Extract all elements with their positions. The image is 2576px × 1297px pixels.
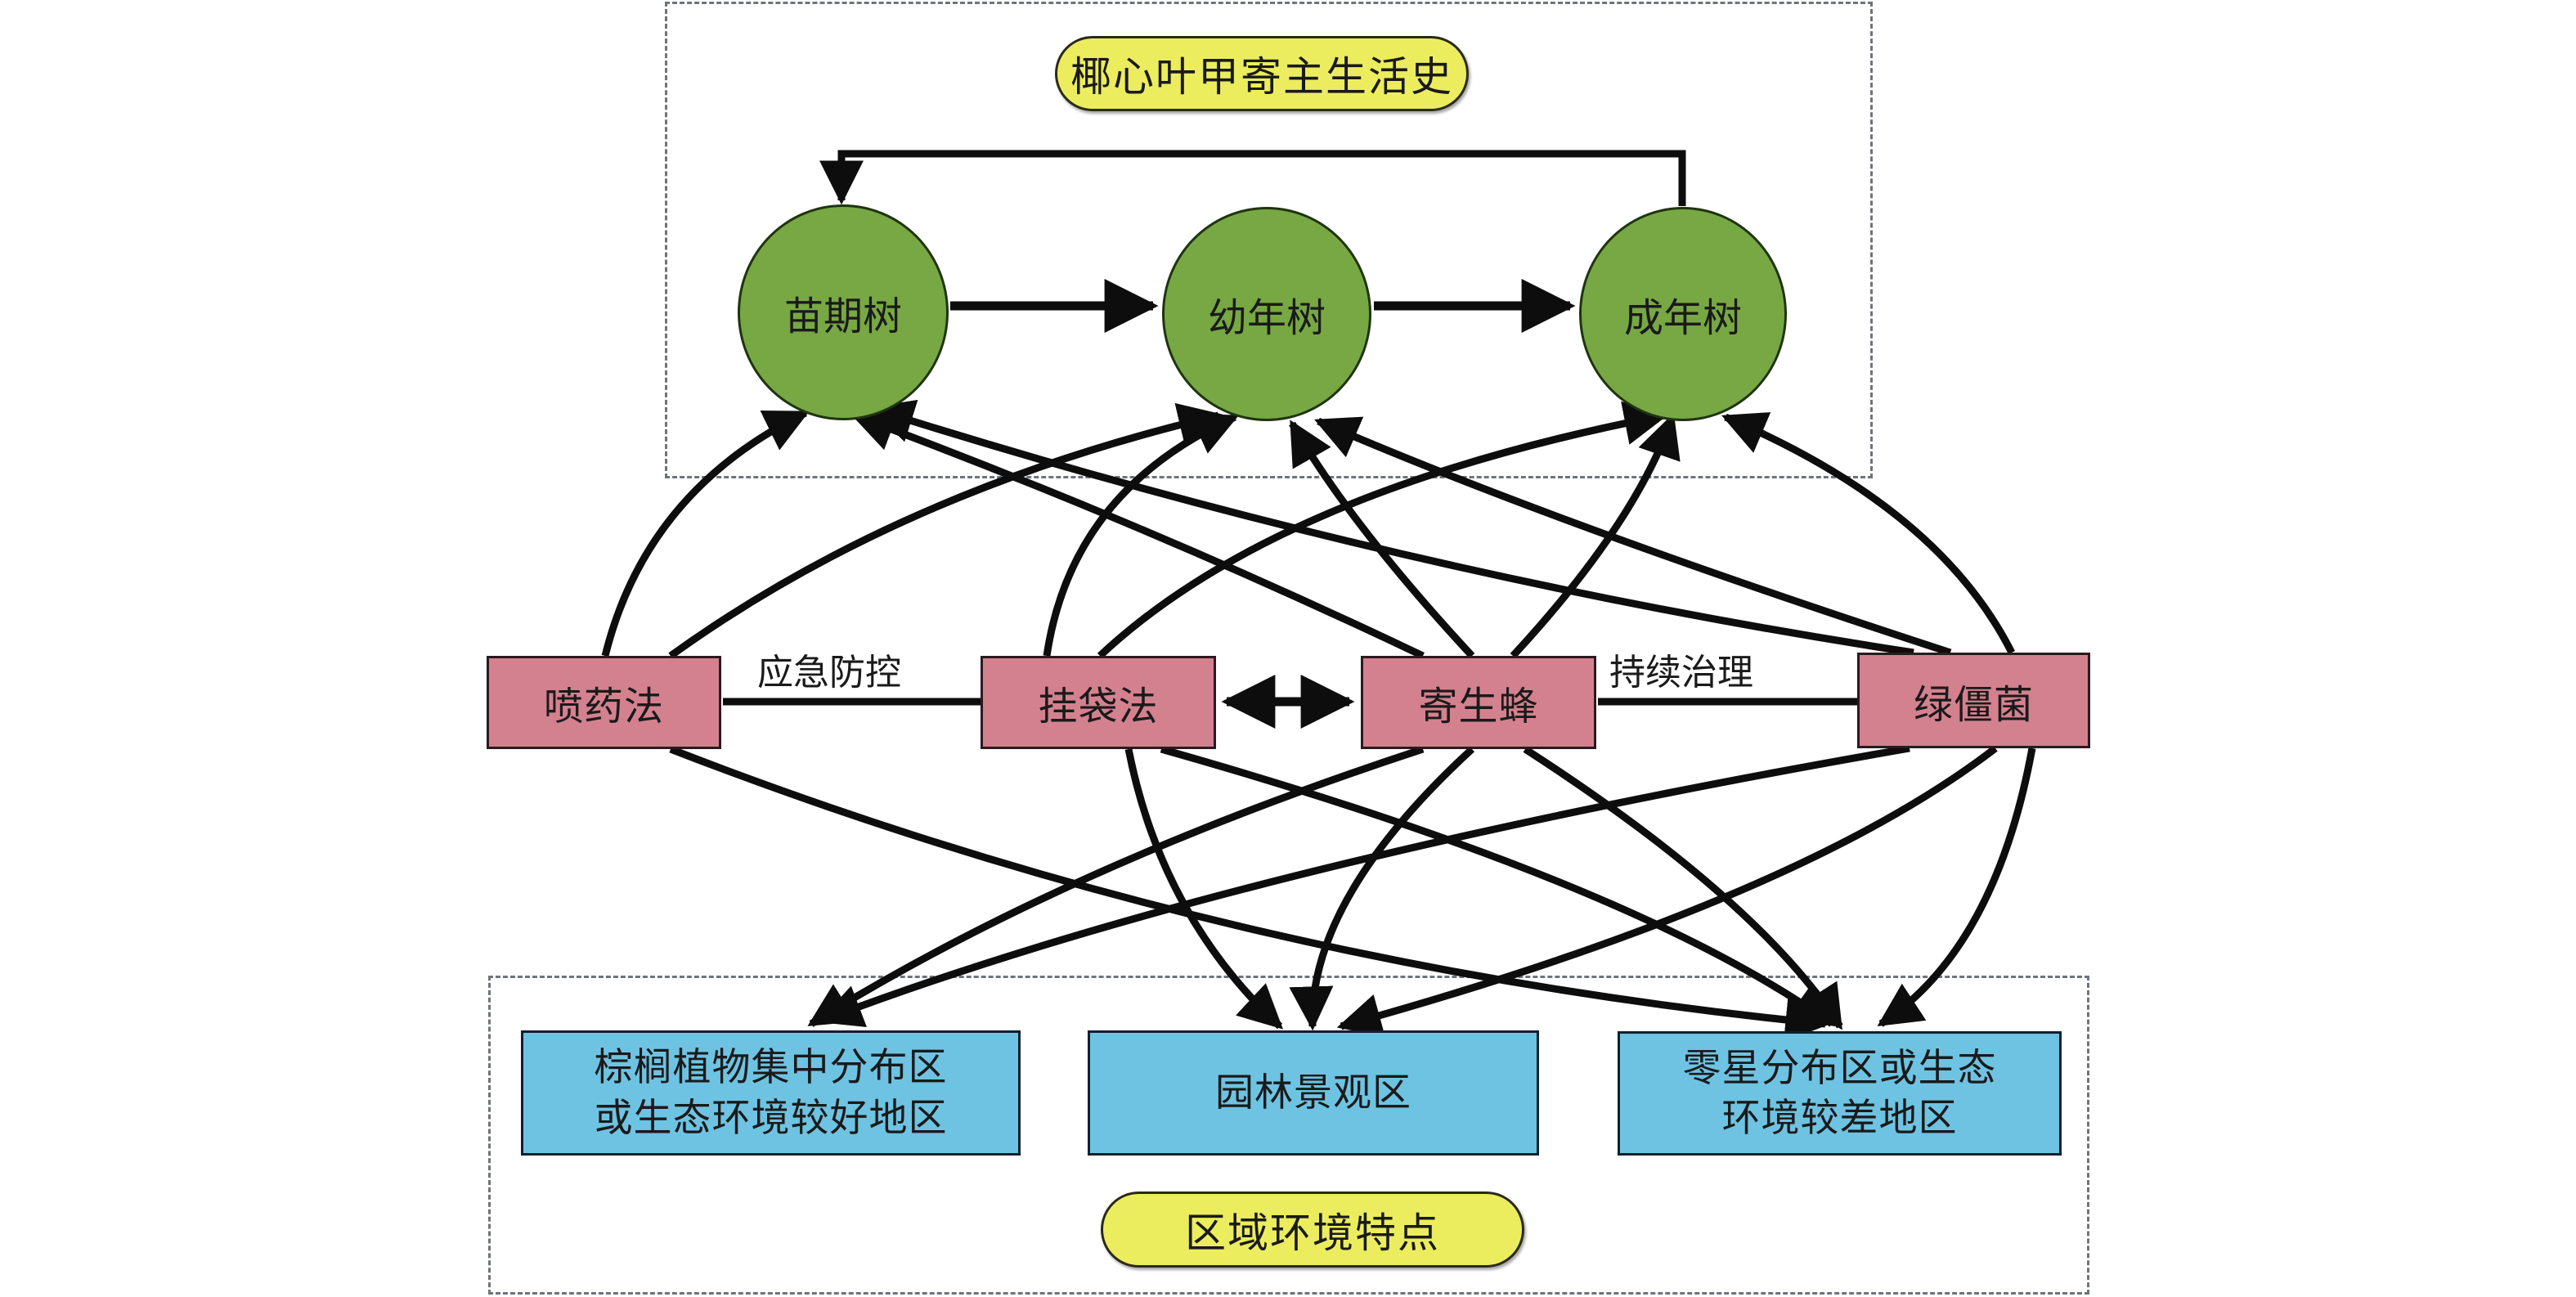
node-label-line: 园林景观区 (1215, 1070, 1411, 1115)
edge-bag-to-adult (1097, 401, 1669, 659)
node-parasitic-wasp-method: 寄生蜂 (1361, 656, 1596, 749)
edge-wasp-to-seedling (850, 408, 1425, 660)
node-label-line: 棕榈植物集中分布区 (594, 1045, 948, 1091)
edge-fungus-to-palm_area (817, 744, 1910, 1027)
edge-fungus-to-seedling (868, 399, 1914, 657)
edge-fungus-to-garden (1336, 745, 1998, 1038)
edge-fungus-to-young (1314, 416, 1952, 657)
node-adult-tree: 成年树 (1579, 207, 1787, 421)
edge-wasp-to-garden (1289, 746, 1475, 1031)
edge-fungus-to-adult (1721, 412, 2016, 655)
region-group-title-pill: 区域环境特点 (1101, 1192, 1524, 1268)
node-spray-method: 喷药法 (487, 656, 721, 749)
edge-adult-to-seedling (819, 150, 1686, 206)
node-label-line: 零星分布区或生态 (1682, 1045, 1997, 1091)
node-label: 喷药法 (543, 684, 664, 729)
node-bag-method: 挂袋法 (981, 656, 1216, 749)
node-seedling-tree: 苗期树 (738, 204, 949, 420)
edge-wasp-to-palm_area (807, 745, 1425, 1027)
edge-label-emergency-control: 应急防控 (757, 652, 901, 693)
node-young-tree: 幼年树 (1162, 207, 1371, 421)
edge-spray-to-sparse_area (669, 745, 1830, 1043)
edge-wasp-to-young (1289, 420, 1475, 659)
node-green-muscardine-fungus-method: 绿僵菌 (1857, 653, 2090, 748)
node-label: 寄生蜂 (1418, 684, 1539, 729)
node-label: 幼年树 (1207, 295, 1326, 341)
node-label-line: 或生态环境较好地区 (594, 1095, 948, 1141)
node-garden-landscape-area: 园林景观区 (1088, 1030, 1539, 1156)
edge-wasp-to-sparse_area (1523, 746, 1843, 1030)
edge-fungus-to-sparse_area (1877, 747, 2036, 1027)
host-life-history-group (665, 2, 1873, 478)
node-label: 成年树 (1623, 295, 1742, 341)
node-palm-concentrated-area: 棕榈植物集中分布区 或生态环境较好地区 (521, 1030, 1021, 1156)
edge-spray-to-seedling (601, 409, 810, 657)
edge-spray-to-young (668, 402, 1223, 659)
edge-label-sustained-management: 持续治理 (1609, 652, 1753, 693)
node-label: 绿僵菌 (1913, 681, 2034, 728)
edge-bag-to-sparse_area (1160, 745, 1836, 1027)
node-label-line: 环境较差地区 (1721, 1096, 1958, 1141)
node-label: 挂袋法 (1038, 684, 1159, 729)
host-group-title: 椰心叶甲寄主生活史 (1070, 53, 1453, 101)
host-group-title-pill: 椰心叶甲寄主生活史 (1055, 36, 1469, 111)
node-label: 苗期树 (783, 294, 902, 339)
node-sparse-distribution-area: 零星分布区或生态 环境较差地区 (1618, 1031, 2062, 1156)
regional-environment-group (488, 976, 2089, 1295)
region-group-title: 区域环境特点 (1185, 1209, 1440, 1257)
edge-wasp-to-adult (1510, 412, 1681, 659)
